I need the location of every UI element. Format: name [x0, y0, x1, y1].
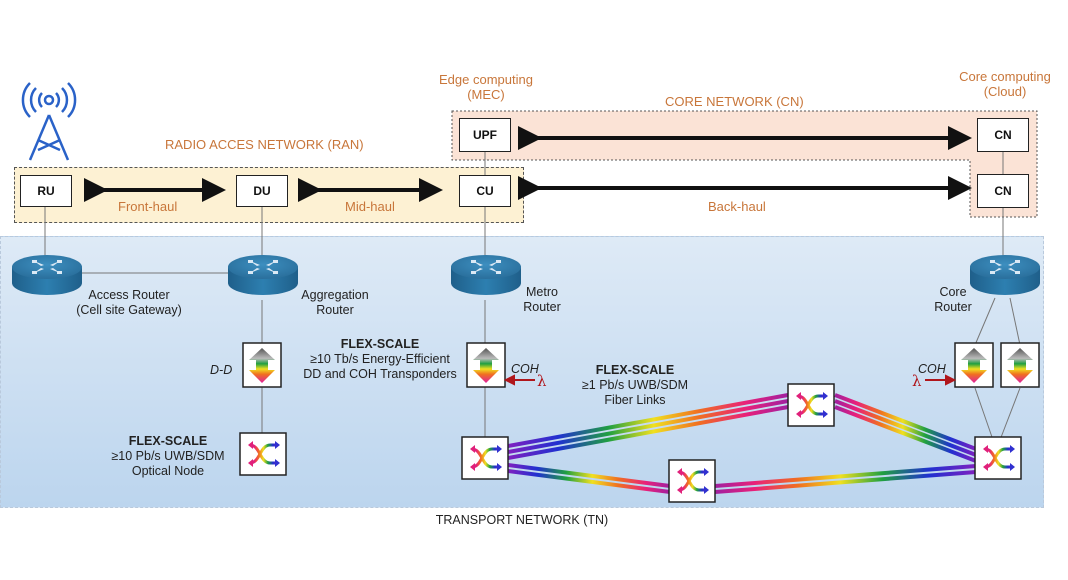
cn-top-box[interactable]: CN: [977, 118, 1029, 152]
coh-transponder-core1-icon[interactable]: [954, 342, 994, 388]
dd-transponder-icon[interactable]: [242, 342, 282, 388]
fiber-line2: Fiber Links: [604, 393, 666, 407]
coh-transponder-core2-icon[interactable]: [1000, 342, 1040, 388]
node-line2: Optical Node: [131, 464, 205, 478]
dd-label: D-D: [210, 363, 233, 377]
optical-node-lower-icon[interactable]: [668, 459, 716, 503]
core-computing-label: Core computing (Cloud): [955, 69, 1055, 99]
fiber-link-upper-right: [834, 393, 977, 463]
core-router-label: Core Router: [928, 285, 978, 315]
transport-network-region: [0, 236, 1044, 508]
antenna-tower-icon: [21, 82, 77, 161]
aggregation-router-icon[interactable]: [228, 255, 298, 295]
cn-bottom-box[interactable]: CN: [977, 174, 1029, 208]
upf-box[interactable]: UPF: [459, 118, 511, 152]
backhaul-label: Back-haul: [708, 199, 766, 214]
aggregation-router-label: Aggregation Router: [290, 288, 380, 318]
lambda-arrows: [503, 374, 957, 386]
midhaul-label: Mid-haul: [345, 199, 395, 214]
metro-router-line1: Metro: [526, 285, 558, 299]
metro-router-line2: Router: [523, 300, 561, 314]
transponder-annotation: FLEX-SCALE ≥10 Tb/s Energy-Efficient DD …: [295, 337, 465, 382]
edge-computing-line1: Edge computing: [439, 72, 533, 87]
coh-transponder-metro-icon[interactable]: [466, 342, 506, 388]
core-router-icon[interactable]: [970, 255, 1040, 295]
transponder-line1: ≥10 Tb/s Energy-Efficient: [310, 352, 450, 366]
cu-box[interactable]: CU: [459, 175, 511, 207]
core-computing-line2: (Cloud): [983, 84, 1027, 99]
fiber-link-lower-right: [714, 464, 977, 494]
transponder-title: FLEX-SCALE: [340, 337, 420, 351]
lambda-metro-label: λ: [537, 372, 547, 390]
node-line1: ≥10 Pb/s UWB/SDM: [111, 449, 225, 463]
aggregation-router-line2: Router: [316, 303, 354, 317]
edge-computing-label: Edge computing (MEC): [436, 72, 536, 102]
transponder-line2: DD and COH Transponders: [303, 367, 457, 381]
ran-title: RADIO ACCES NETWORK (RAN): [165, 137, 364, 152]
fiber-title: FLEX-SCALE: [595, 363, 675, 377]
du-box[interactable]: DU: [236, 175, 288, 207]
ru-box[interactable]: RU: [20, 175, 72, 207]
coh-core-label: COH: [918, 362, 946, 376]
access-router-line2: (Cell site Gateway): [76, 303, 182, 317]
metro-router-label: Metro Router: [517, 285, 567, 315]
aggregation-router-line1: Aggregation: [301, 288, 369, 302]
core-router-line1: Core: [939, 285, 967, 299]
coh-metro-label: COH: [511, 362, 539, 376]
lambda-core-label: λ: [912, 372, 922, 390]
optical-node-metro-icon[interactable]: [461, 436, 509, 480]
fiber-link-lower-left: [507, 463, 671, 494]
fiber-line1: ≥1 Pb/s UWB/SDM: [581, 378, 689, 392]
access-router-line1: Access Router: [88, 288, 170, 302]
node-title: FLEX-SCALE: [128, 434, 208, 448]
vertical-connectors: [44, 150, 1021, 441]
core-computing-line1: Core computing: [959, 69, 1051, 84]
tn-title: TRANSPORT NETWORK (TN): [435, 513, 609, 527]
metro-router-icon[interactable]: [451, 255, 521, 295]
cn-title: CORE NETWORK (CN): [665, 94, 804, 109]
core-router-line2: Router: [934, 300, 972, 314]
access-router-label: Access Router (Cell site Gateway): [64, 288, 194, 318]
edge-computing-line2: (MEC): [467, 87, 505, 102]
access-router-icon[interactable]: [12, 255, 82, 295]
interface-arrows: [84, 126, 972, 202]
optical-node-upper-icon[interactable]: [787, 383, 835, 427]
fiber-annotation: FLEX-SCALE ≥1 Pb/s UWB/SDM Fiber Links: [580, 363, 690, 408]
fiber-links: [288, 393, 977, 494]
optical-node-annotation: FLEX-SCALE ≥10 Pb/s UWB/SDM Optical Node: [108, 434, 228, 479]
optical-node-aggregation-icon[interactable]: [239, 432, 287, 476]
fronthaul-label: Front-haul: [118, 199, 178, 214]
fiber-link-upper-left: [507, 393, 789, 460]
optical-node-core-icon[interactable]: [974, 436, 1022, 480]
